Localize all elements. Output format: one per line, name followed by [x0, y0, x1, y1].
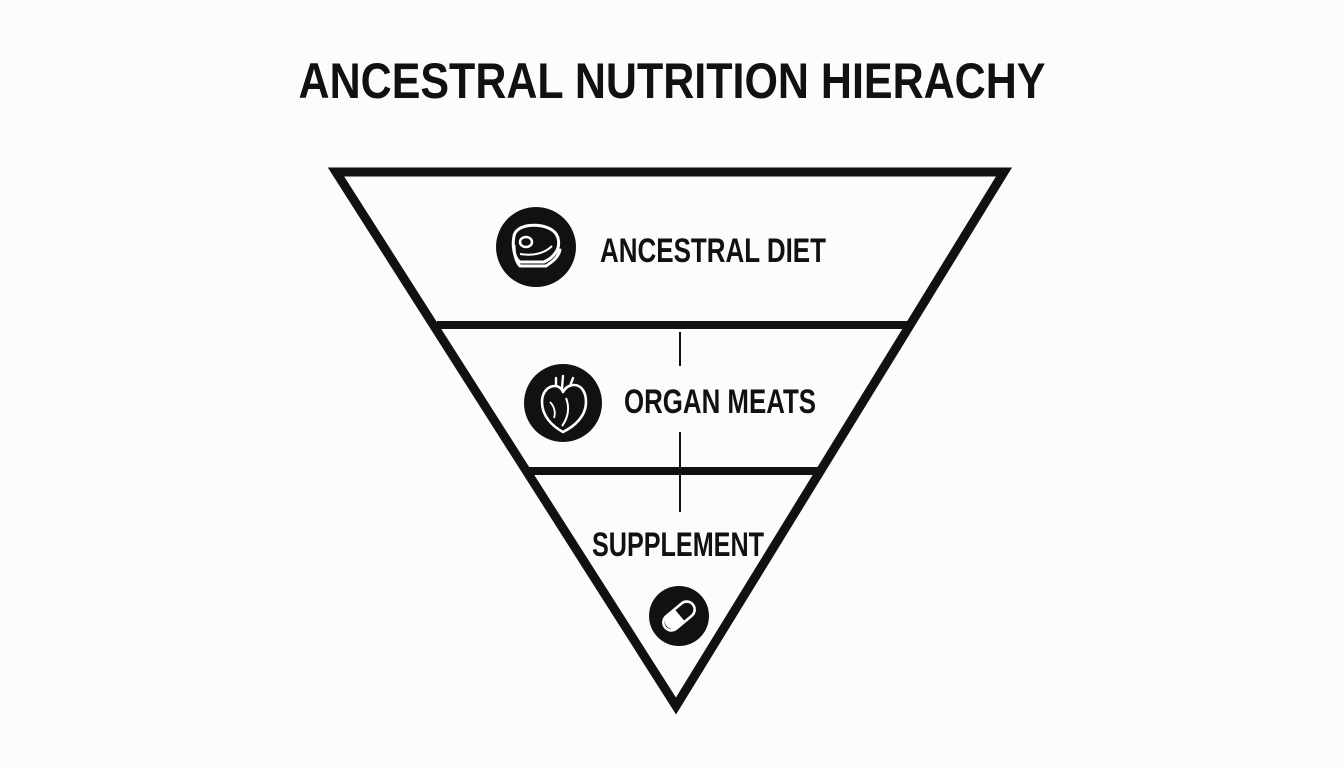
diagram-title: ANCESTRAL NUTRITION HIERACHY — [298, 53, 1046, 109]
meat-steak-icon — [496, 207, 576, 287]
tier-organ-meats: ORGAN MEATS — [524, 364, 816, 442]
tier-supplement: SUPPLEMENT — [592, 526, 764, 646]
tier-ancestral-diet: ANCESTRAL DIET — [496, 207, 826, 287]
pyramid-outline — [327, 167, 1013, 715]
tier-label-ancestral-diet: ANCESTRAL DIET — [600, 232, 826, 270]
tier-label-organ-meats: ORGAN MEATS — [624, 383, 816, 421]
capsule-pill-icon — [649, 586, 709, 646]
heart-organ-icon — [524, 364, 602, 442]
tier-label-supplement: SUPPLEMENT — [592, 526, 764, 564]
